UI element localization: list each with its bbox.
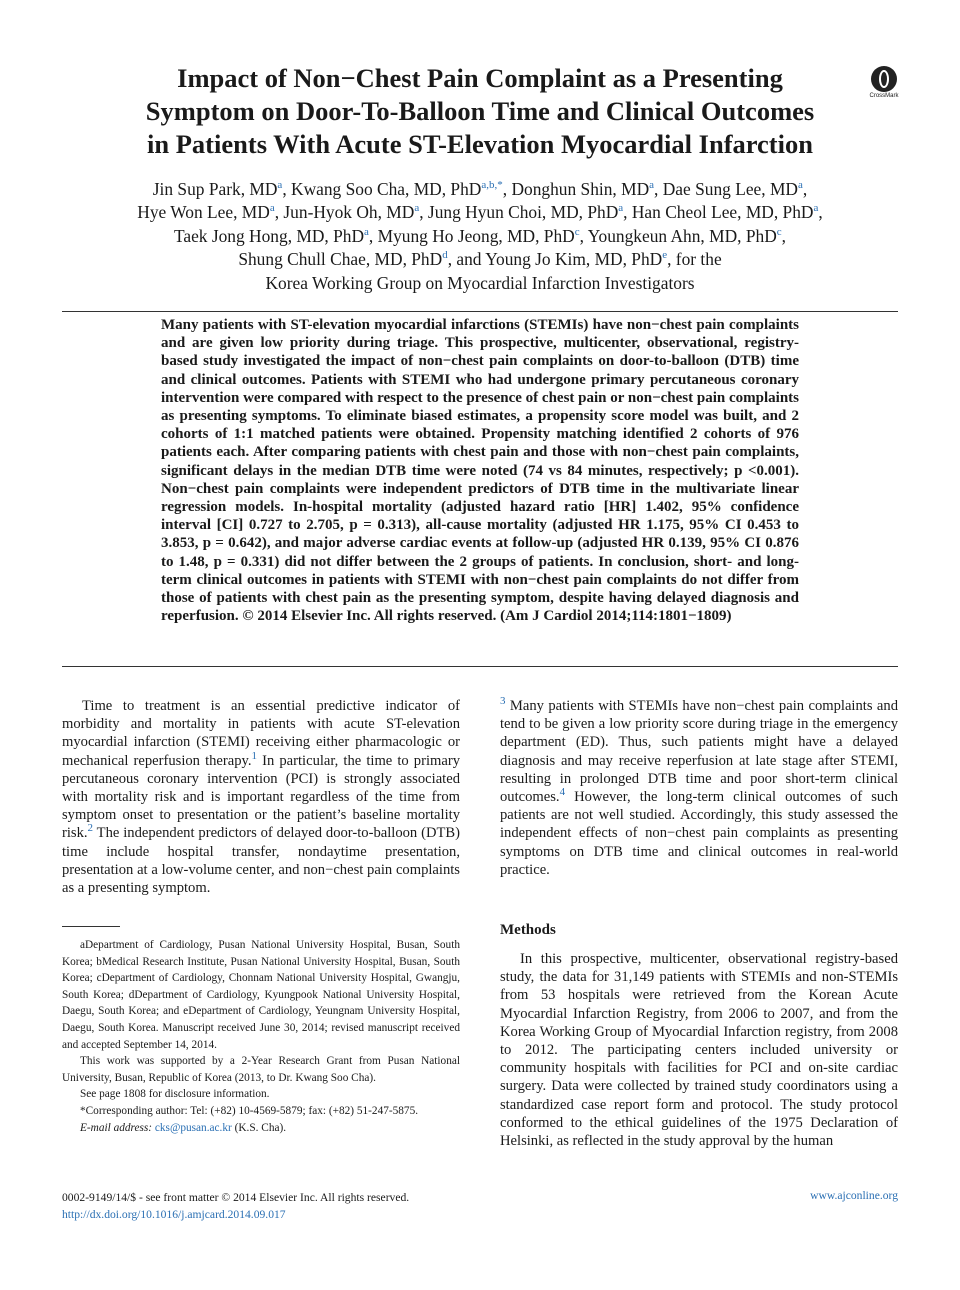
methods-heading: Methods (500, 922, 556, 938)
intro-paragraph-continued: 3 Many patients with STEMIs have non−che… (500, 695, 898, 878)
footer-left: 0002-9149/14/$ - see front matter © 2014… (62, 1189, 409, 1223)
intro-column-right: 3 Many patients with STEMIs have non−che… (500, 695, 898, 879)
abstract-top-rule (62, 311, 898, 312)
crossmark-badge[interactable]: CrossMark (866, 66, 902, 99)
methods-paragraph: In this prospective, multicenter, observ… (500, 951, 898, 1150)
intro-column-left: Time to treatment is an essential predic… (62, 697, 460, 897)
affiliation-sup[interactable]: a (364, 226, 369, 239)
citation-ref[interactable]: 3 (500, 695, 506, 708)
funding-footnote: This work was supported by a 2-Year Rese… (62, 1055, 460, 1084)
citation-ref[interactable]: 2 (87, 822, 94, 835)
citation-ref[interactable]: 4 (559, 786, 566, 799)
affiliation-sup[interactable]: a (269, 202, 275, 215)
corresponding-footnote: *Corresponding author: Tel: (+82) 10-456… (80, 1104, 419, 1117)
article-title: Impact of Non−Chest Pain Complaint as a … (60, 62, 900, 161)
affiliation-sup[interactable]: a (813, 202, 819, 215)
intro-paragraph: Time to treatment is an essential predic… (62, 698, 460, 897)
affiliation-sup[interactable]: a (414, 202, 420, 215)
crossmark-icon (871, 66, 897, 92)
methods-section: In this prospective, multicenter, observ… (500, 950, 898, 1150)
abstract: Many patients with ST-elevation myocardi… (161, 317, 799, 625)
footnote-rule (62, 926, 120, 927)
journal-website-link[interactable]: www.ajconline.org (810, 1189, 898, 1202)
affiliation-sup[interactable]: c (776, 226, 782, 239)
affiliation-sup[interactable]: c (574, 226, 580, 239)
title-line-2: Symptom on Door-To-Balloon Time and Clin… (145, 96, 815, 126)
title-line-3: in Patients With Acute ST-Elevation Myoc… (147, 129, 813, 159)
disclosure-footnote: See page 1808 for disclosure information… (80, 1088, 270, 1101)
affiliation-sup[interactable]: a,b,* (481, 179, 503, 192)
author-list: Jin Sup Park, MDa, Kwang Soo Cha, MD, Ph… (60, 178, 900, 295)
author-line-4: Shung Chull Chae, MD, PhDd, and Young Jo… (238, 249, 722, 270)
email-link[interactable]: cks@pusan.ac.kr (154, 1121, 232, 1134)
affiliation-sup[interactable]: d (442, 249, 448, 262)
author-group: Korea Working Group on Myocardial Infarc… (265, 272, 695, 293)
email-footnote: E-mail address: cks@pusan.ac.kr (K.S. Ch… (80, 1121, 287, 1134)
doi-link[interactable]: http://dx.doi.org/10.1016/j.amjcard.2014… (62, 1208, 286, 1221)
affiliation-sup[interactable]: a (649, 179, 655, 192)
issn-line: 0002-9149/14/$ - see front matter © 2014… (62, 1191, 410, 1204)
affiliations-footnote: aDepartment of Cardiology, Pusan Nationa… (62, 939, 460, 1051)
affiliation-sup[interactable]: e (662, 249, 668, 262)
author-line-2: Hye Won Lee, MDa, Jun-Hyok Oh, MDa, Jung… (137, 202, 823, 223)
abstract-bottom-rule (62, 666, 898, 667)
affiliation-sup[interactable]: a (797, 179, 803, 192)
title-line-1: Impact of Non−Chest Pain Complaint as a … (177, 63, 783, 93)
crossmark-label: CrossMark (869, 93, 899, 99)
author-line-3: Taek Jong Hong, MD, PhDa, Myung Ho Jeong… (173, 225, 787, 246)
affiliation-sup[interactable]: a (277, 179, 283, 192)
footnotes: aDepartment of Cardiology, Pusan Nationa… (62, 937, 460, 1136)
citation-ref[interactable]: 1 (251, 749, 258, 762)
author-line-1: Jin Sup Park, MDa, Kwang Soo Cha, MD, Ph… (152, 179, 808, 199)
affiliation-sup[interactable]: a (618, 202, 624, 215)
